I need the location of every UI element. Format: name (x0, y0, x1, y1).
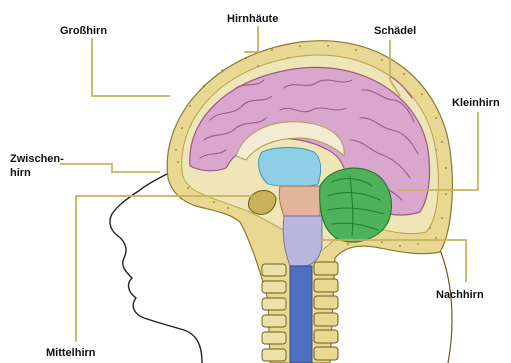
vertebral-body (262, 298, 286, 310)
skull-texture-dot (347, 243, 349, 245)
skull-texture-dot (445, 193, 447, 195)
leader-hirnhaeute (244, 26, 258, 52)
skull-texture-dot (227, 207, 229, 209)
midbrain (279, 186, 320, 216)
vertebral-body (262, 332, 286, 344)
label-hirnhaeute: Hirnhäute (227, 13, 278, 25)
skull-texture-dot (175, 149, 177, 151)
skull-texture-dot (213, 201, 215, 203)
label-zwischenhirn-line1: Zwischen- (10, 153, 64, 165)
leader-zwischenhirn (60, 164, 160, 172)
label-zwischenhirn-line2: hirn (10, 167, 31, 179)
pons (283, 216, 322, 266)
skull-texture-dot (421, 93, 423, 95)
skull-texture-dot (399, 245, 401, 247)
skull-texture-dot (435, 117, 437, 119)
skull-texture-dot (245, 57, 247, 59)
skull-texture-dot (355, 49, 357, 51)
skull-texture-dot (203, 85, 205, 87)
skull-texture-dot (187, 187, 189, 189)
label-mittelhirn: Mittelhirn (46, 347, 96, 359)
neck-outline (440, 250, 452, 363)
skull-texture-dot (299, 45, 301, 47)
skull-texture-dot (435, 237, 437, 239)
skull-texture-dot (417, 243, 419, 245)
vertebra (314, 330, 338, 343)
vertebral-body (262, 264, 286, 276)
vertebra (314, 279, 338, 292)
leader-grosshirn (92, 38, 170, 96)
skull-texture-dot (327, 45, 329, 47)
vertebral-body (262, 349, 286, 361)
skull-texture-dot (177, 161, 179, 163)
skull-texture-dot (381, 241, 383, 243)
skull-texture-dot (271, 49, 273, 51)
skull-texture-dot (181, 127, 183, 129)
vertebra (314, 313, 338, 326)
skull-texture-dot (403, 73, 405, 75)
label-schaedel: Schädel (374, 25, 416, 37)
diencephalon (259, 148, 321, 188)
vertebral-body (262, 281, 286, 293)
medulla-spinal-cord (290, 266, 312, 363)
label-nachhirn: Nachhirn (436, 289, 484, 301)
label-grosshirn: Großhirn (60, 25, 107, 37)
skull-texture-dot (189, 105, 191, 107)
skull-texture-dot (381, 59, 383, 61)
vertebral-body (262, 315, 286, 327)
skull-texture-dot (441, 217, 443, 219)
vertebra (314, 262, 338, 275)
skull-texture-dot (221, 69, 223, 71)
label-kleinhirn: Kleinhirn (452, 97, 500, 109)
vertebra (314, 296, 338, 309)
skull-texture-dot (445, 167, 447, 169)
vertebra (314, 347, 338, 360)
skull-texture-dot (441, 141, 443, 143)
